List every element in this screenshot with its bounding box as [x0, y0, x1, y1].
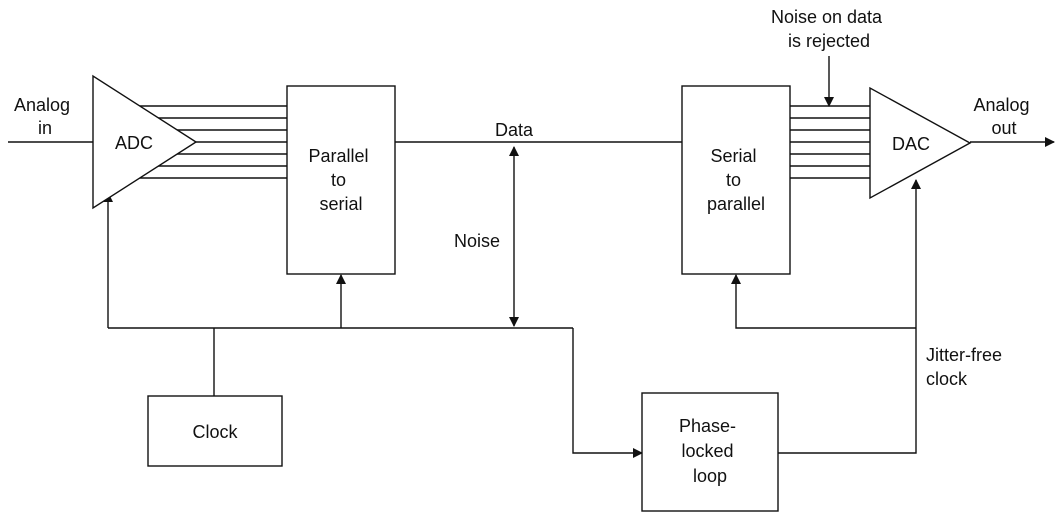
jitter-free-clock-label: Jitter-free clock [926, 345, 1007, 389]
clock-block [147, 395, 283, 467]
analog-out-label: Analog out [973, 95, 1034, 138]
clock-label: Clock [192, 422, 238, 442]
analog-in-label: Analog in [14, 95, 75, 138]
serial-to-parallel-block [681, 85, 791, 275]
phase-locked-loop-block [641, 392, 779, 512]
dac-block [869, 86, 972, 200]
s2p-line-1: Serial [710, 146, 756, 166]
parallel-to-serial-label: Parallel to serial [308, 146, 373, 214]
pll-line-2: locked [681, 441, 733, 461]
serial-to-parallel-label: Serial to parallel [707, 146, 765, 214]
pll-line-1: Phase- [679, 416, 736, 436]
jitter-free-line-1: Jitter-free [926, 345, 1002, 365]
analog-in-line-2: in [38, 118, 52, 138]
parallel-to-serial-block [286, 85, 396, 275]
s2p-line-2: to [726, 170, 741, 190]
pll-label: Phase- locked loop [679, 416, 741, 486]
noise-rejected-line-1: Noise on data [771, 7, 883, 27]
jitter-free-clock-path [731, 179, 921, 454]
analog-out-line-2: out [991, 118, 1016, 138]
adc-label: ADC [115, 133, 153, 153]
noise-rejected-line-2: is rejected [788, 31, 870, 51]
p2s-line-2: to [331, 170, 346, 190]
dac-label: DAC [892, 134, 930, 154]
noise-label: Noise [454, 231, 500, 251]
pll-line-3: loop [693, 466, 727, 486]
analog-out-line-1: Analog [973, 95, 1029, 115]
jitter-free-line-2: clock [926, 369, 968, 389]
p2s-line-1: Parallel [308, 146, 368, 166]
p2s-line-3: serial [319, 194, 362, 214]
data-label: Data [495, 120, 534, 140]
adc-block [92, 74, 198, 210]
s2p-line-3: parallel [707, 194, 765, 214]
analog-in-line-1: Analog [14, 95, 70, 115]
noise-rejected-label: Noise on data is rejected [771, 7, 887, 51]
clock-distribution [103, 192, 643, 458]
